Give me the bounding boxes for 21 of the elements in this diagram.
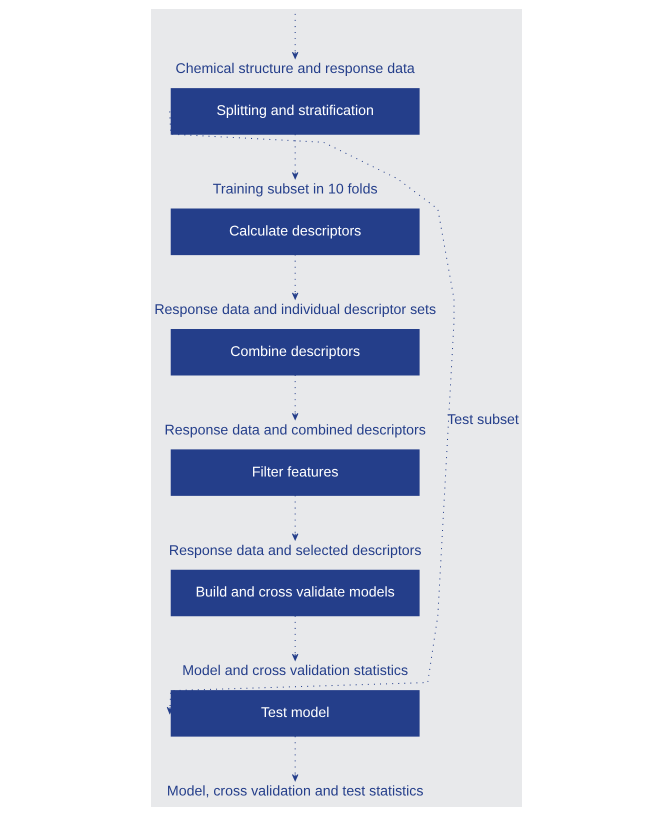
- node-box: Build and cross validate models: [170, 570, 420, 616]
- arrow: [291, 374, 298, 420]
- arrow: [166, 111, 454, 714]
- node-text: Response data and individual descriptor sets: [154, 302, 436, 318]
- arrow: [291, 134, 298, 180]
- node-box: Test model: [170, 690, 420, 737]
- arrow: [291, 616, 298, 661]
- node-box: Splitting and stratification: [170, 88, 420, 135]
- node-text: Training subset in 10 folds: [212, 182, 378, 198]
- node-box: Filter features: [170, 449, 420, 496]
- node-text: Chemical structure and response data: [175, 61, 414, 78]
- arrow: [291, 736, 298, 782]
- arrow: [291, 495, 298, 540]
- node-text: Model and cross validation statistics: [182, 663, 408, 680]
- arrow: [291, 254, 298, 300]
- edge-label: Test subset: [446, 412, 518, 428]
- node-text: Response data and selected descriptors: [168, 542, 421, 559]
- node-box: Calculate descriptors: [170, 208, 420, 256]
- node-box: Combine descriptors: [170, 328, 420, 376]
- node-text: Model, cross validation and test statistics: [166, 784, 423, 800]
- node-text: Response data and combined descriptors: [164, 422, 426, 438]
